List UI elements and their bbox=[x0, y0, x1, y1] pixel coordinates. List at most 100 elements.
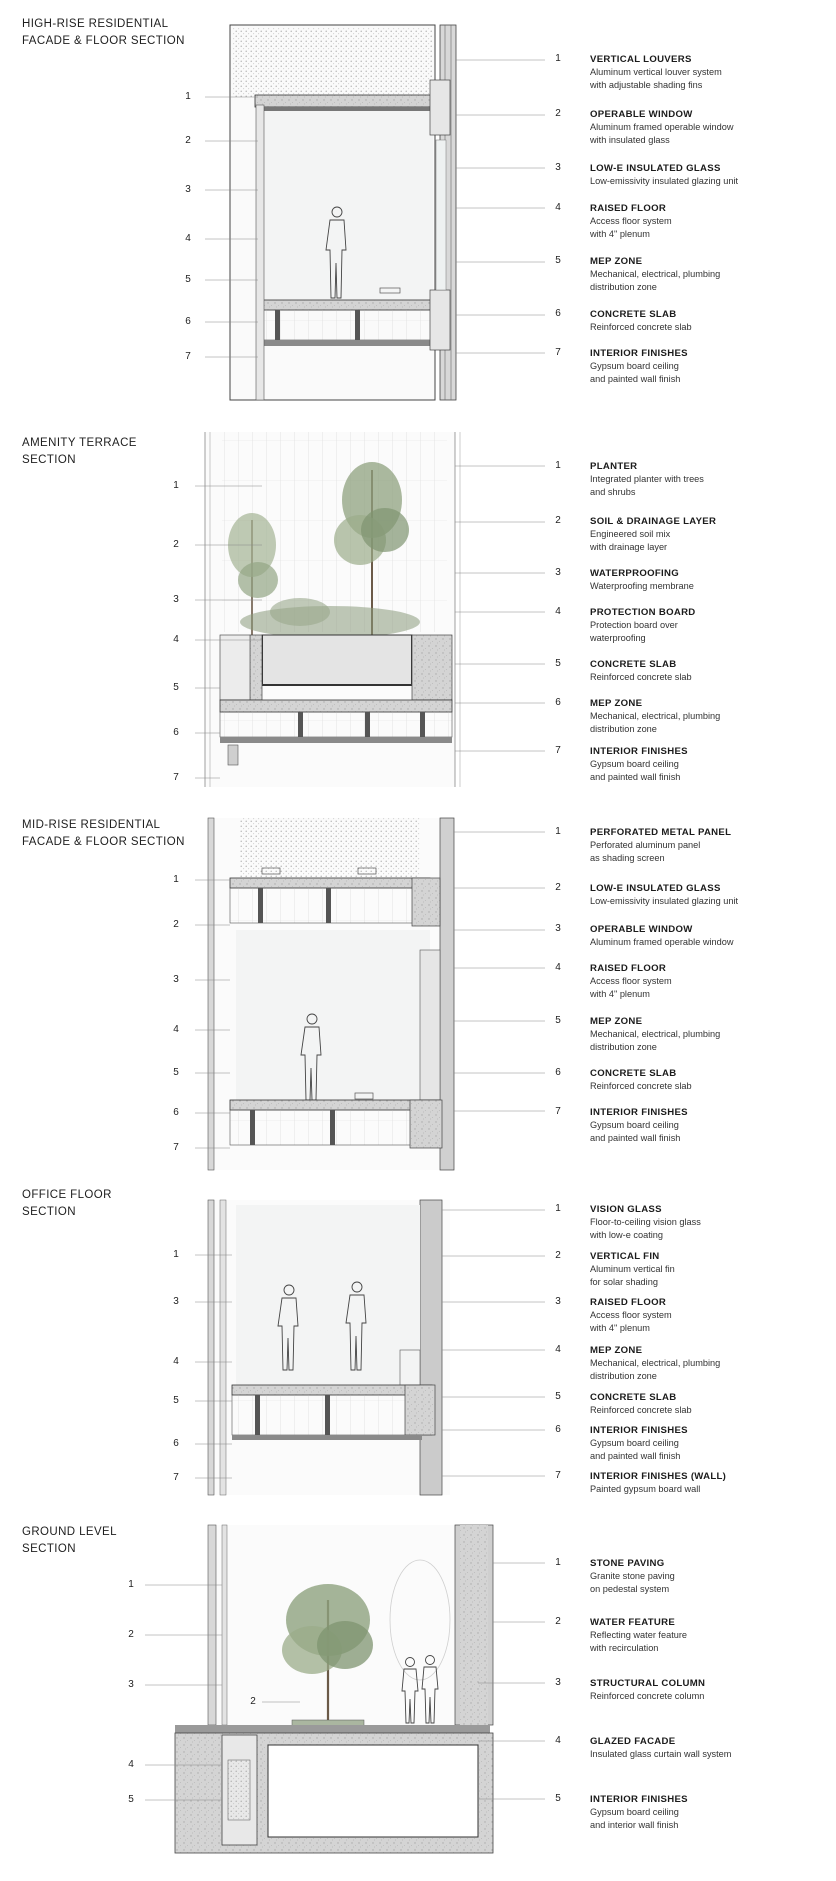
callout-title: PERFORATED METAL PANEL bbox=[590, 827, 732, 838]
drawing-office bbox=[195, 1199, 545, 1496]
callout-desc: with insulated glass bbox=[590, 135, 670, 145]
callout-desc: Waterproofing membrane bbox=[590, 581, 694, 591]
callout-desc: Floor-to-ceiling vision glass bbox=[590, 1217, 701, 1227]
callout-number: 3 bbox=[555, 1296, 561, 1307]
callout-desc: and painted wall finish bbox=[590, 1451, 681, 1461]
callout-desc: and painted wall finish bbox=[590, 1133, 681, 1143]
callout-title: WATER FEATURE bbox=[590, 1617, 676, 1628]
section-title-amenity-terrace: AMENITY TERRACE SECTION bbox=[22, 435, 192, 469]
callout-desc: Engineered soil mix bbox=[590, 529, 671, 539]
callout-title: GLAZED FACADE bbox=[590, 1736, 676, 1747]
callout-desc: Integrated planter with trees bbox=[590, 474, 704, 484]
callout-desc: Access floor system bbox=[590, 1310, 672, 1320]
callout-title: RAISED FLOOR bbox=[590, 203, 667, 214]
drawing-high-rise bbox=[205, 24, 545, 401]
left-number: 6 bbox=[173, 1107, 179, 1118]
callout-number: 6 bbox=[555, 697, 561, 708]
left-number: 4 bbox=[185, 233, 191, 244]
callout-desc: Reinforced concrete slab bbox=[590, 1405, 692, 1415]
left-number: 4 bbox=[173, 1024, 179, 1035]
callout-number: 7 bbox=[555, 1470, 561, 1481]
callout-number: 7 bbox=[555, 347, 561, 358]
callout-desc: with 4" plenum bbox=[590, 989, 650, 999]
left-number: 4 bbox=[128, 1759, 134, 1770]
callout-desc: Reinforced concrete slab bbox=[590, 1081, 692, 1091]
left-number: 1 bbox=[128, 1579, 134, 1590]
callout-title: VISION GLASS bbox=[590, 1204, 662, 1215]
callout-title: INTERIOR FINISHES (WALL) bbox=[590, 1471, 727, 1482]
left-number: 5 bbox=[173, 682, 179, 693]
callout-desc: distribution zone bbox=[590, 724, 657, 734]
left-number: 5 bbox=[173, 1067, 179, 1078]
callout-desc: Gypsum board ceiling bbox=[590, 759, 679, 769]
drawing-ground-level bbox=[145, 1524, 545, 1854]
callout-desc: Access floor system bbox=[590, 216, 672, 226]
left-number: 3 bbox=[128, 1679, 134, 1690]
callout-number: 1 bbox=[555, 1203, 561, 1214]
left-number: 3 bbox=[185, 184, 191, 195]
title-line: GROUND LEVEL bbox=[22, 1526, 117, 1538]
callout-number: 2 bbox=[555, 1616, 561, 1627]
callout-desc: on pedestal system bbox=[590, 1584, 670, 1594]
callout-number: 2 bbox=[555, 515, 561, 526]
callout-title: INTERIOR FINISHES bbox=[590, 1107, 688, 1118]
section-title-ground-level: GROUND LEVEL SECTION bbox=[22, 1524, 192, 1558]
callout-number: 1 bbox=[555, 460, 561, 471]
callout-title: INTERIOR FINISHES bbox=[590, 1425, 688, 1436]
callout-number: 2 bbox=[555, 108, 561, 119]
callout-number: 5 bbox=[555, 658, 561, 669]
callout-desc: Gypsum board ceiling bbox=[590, 361, 679, 371]
callout-number: 3 bbox=[555, 162, 561, 173]
left-number: 1 bbox=[173, 874, 179, 885]
callout-title: LOW-E INSULATED GLASS bbox=[590, 163, 721, 174]
terrace-tree-large bbox=[334, 462, 409, 635]
callout-title: SOIL & DRAINAGE LAYER bbox=[590, 516, 717, 527]
callout-desc: as shading screen bbox=[590, 853, 665, 863]
left-number: 3 bbox=[173, 594, 179, 605]
callout-desc: Mechanical, electrical, plumbing bbox=[590, 1029, 721, 1039]
callout-desc: Reinforced concrete column bbox=[590, 1691, 705, 1701]
drawing-mid-rise bbox=[195, 817, 545, 1171]
callout-interior-finishes: INTERIOR FINISHES Gypsum board ceiling and… bbox=[590, 1424, 830, 1463]
callout-interior-finishes-wall: INTERIOR FINISHES (WALL)Painted gypsum b… bbox=[590, 1470, 830, 1496]
callout-number: 3 bbox=[555, 567, 561, 578]
callout-desc: with 4" plenum bbox=[590, 229, 650, 239]
callout-desc: distribution zone bbox=[590, 1371, 657, 1381]
person-figure bbox=[345, 1281, 367, 1371]
callout-desc: with drainage layer bbox=[590, 542, 668, 552]
callout-number: 4 bbox=[555, 962, 561, 973]
callout-title: PROTECTION BOARD bbox=[590, 607, 696, 618]
callout-vision-glass: VISION GLASS Floor-to-ceiling vision glas… bbox=[590, 1203, 830, 1242]
ground-tree bbox=[282, 1584, 373, 1722]
left-number: 5 bbox=[185, 274, 191, 285]
left-number: 7 bbox=[173, 772, 179, 783]
person-figure bbox=[277, 1284, 299, 1371]
callout-title: CONCRETE SLAB bbox=[590, 309, 677, 320]
left-number: 1 bbox=[173, 1249, 179, 1260]
callout-desc: Gypsum board ceiling bbox=[590, 1438, 679, 1448]
callout-desc: Gypsum board ceiling bbox=[590, 1120, 679, 1130]
callout-desc: Aluminum framed operable window bbox=[590, 937, 734, 947]
left-number: 5 bbox=[128, 1794, 134, 1805]
callout-title: VERTICAL FIN bbox=[590, 1251, 660, 1262]
inner-number: 2 bbox=[250, 1696, 256, 1707]
title-line: SECTION bbox=[22, 454, 76, 466]
callout-title: OPERABLE WINDOW bbox=[590, 109, 693, 120]
callout-number: 6 bbox=[555, 308, 561, 319]
callout-desc: distribution zone bbox=[590, 1042, 657, 1052]
callout-title: CONCRETE SLAB bbox=[590, 659, 677, 670]
